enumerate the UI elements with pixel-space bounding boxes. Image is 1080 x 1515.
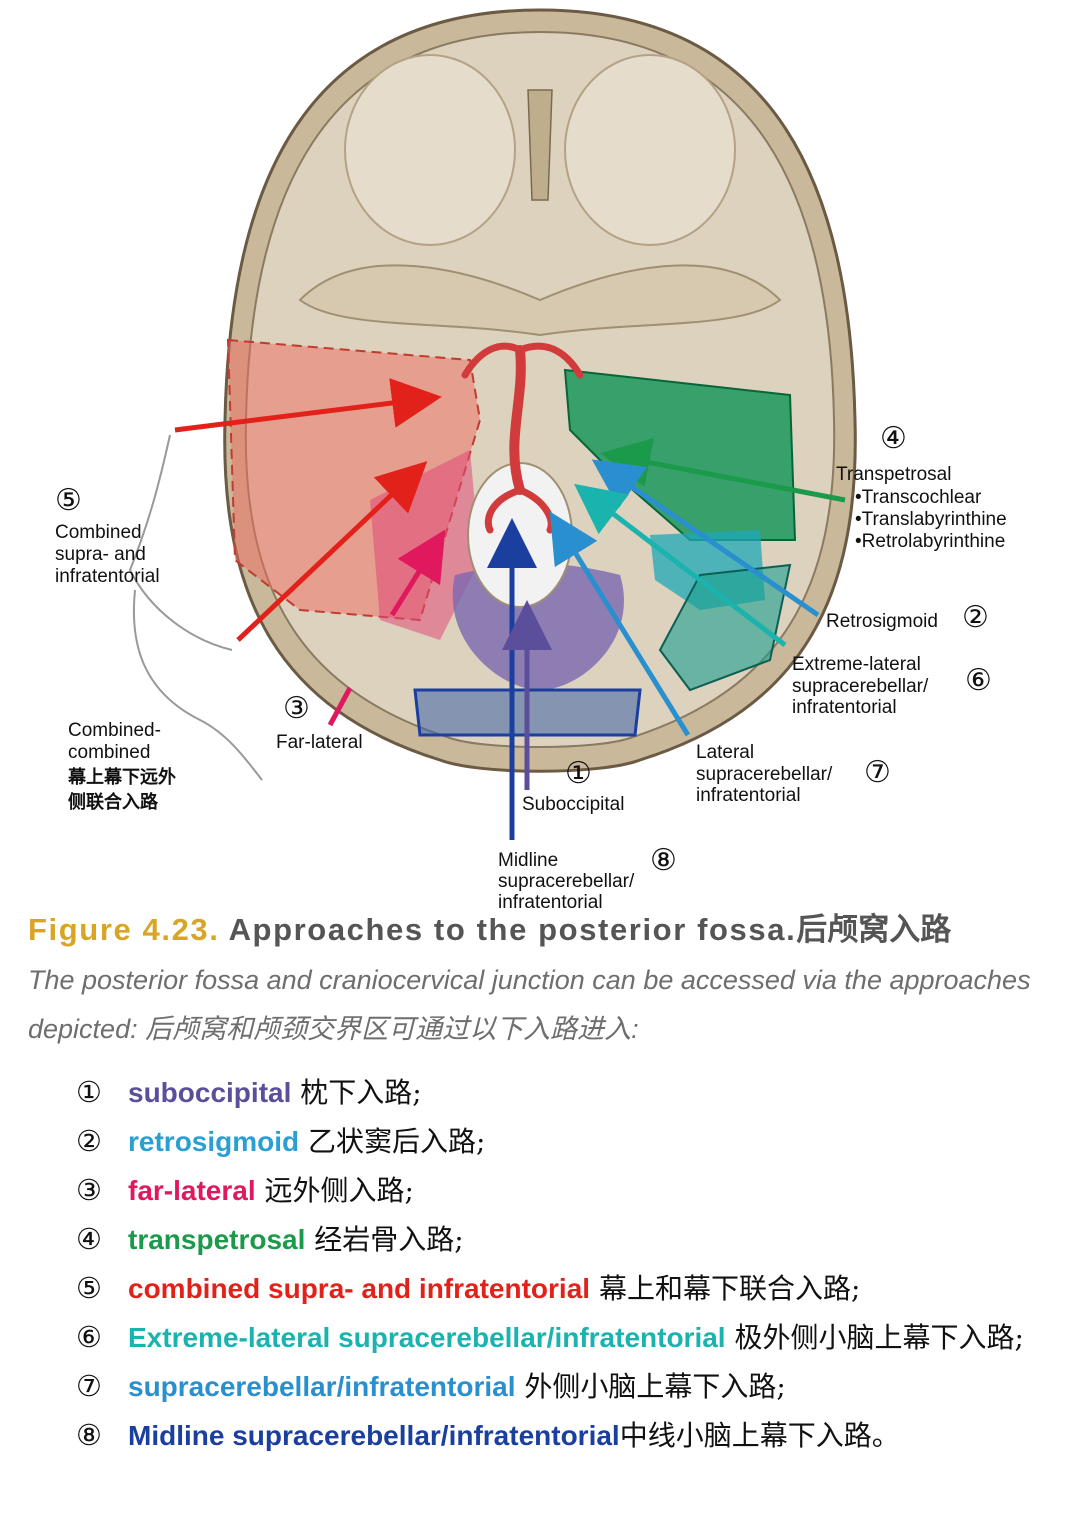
- middle-fossa: [298, 264, 782, 337]
- caption-heading: Figure 4.23. Approaches to the posterior…: [28, 908, 1058, 952]
- label-midline-sc-line1: Midline: [498, 850, 558, 871]
- figure-caption: Figure 4.23. Approaches to the posterior…: [28, 908, 1058, 1460]
- caption-description: The posterior fossa and craniocervical j…: [28, 965, 1031, 1044]
- cerebral-arteries: [461, 342, 584, 379]
- label-transpetrosal-number: ④: [880, 421, 907, 456]
- approach-item: ④ transpetrosal 经岩骨入路;: [76, 1215, 1058, 1264]
- label-combined-line1: Combined: [55, 522, 142, 543]
- label-lateral-sc-number: ⑦: [864, 755, 891, 790]
- approach-list: ① suboccipital 枕下入路; ② retrosigmoid 乙状窦后入路;…: [76, 1068, 1058, 1460]
- approach-name-en: Midline supracerebellar/infratentorial: [128, 1420, 620, 1451]
- approach-item: ⑥ Extreme-lateral supracerebellar/infrate…: [76, 1313, 1058, 1362]
- figure-title-cn: 后颅窝入路: [796, 912, 952, 947]
- arrow-lateral-supracerebellar: [549, 511, 691, 737]
- label-extreme-lateral-line3: infratentorial: [792, 697, 897, 718]
- label-lateral-sc-line2: supracerebellar/: [696, 764, 833, 785]
- label-retrolabyrinthine: •Retrolabyrinthine: [855, 531, 1005, 552]
- approach-name-cn: 乙状窦后入路;: [299, 1125, 486, 1158]
- approach-item: ⑤ combined supra- and infratentorial 幕上和幕…: [76, 1264, 1058, 1313]
- approach-number: ⑥: [76, 1320, 102, 1354]
- arrow-combined-lower: [236, 461, 428, 642]
- region-extreme-lateral: [658, 563, 792, 692]
- bracket-combined: [128, 434, 233, 651]
- approach-name-en: combined supra- and infratentorial: [128, 1273, 591, 1304]
- label-combined-number: ⑤: [55, 483, 82, 518]
- figure-title: Approaches to the posterior fossa.: [228, 912, 797, 947]
- anterior-fossa-right: [564, 54, 736, 246]
- approach-name-cn: 远外侧入路;: [255, 1174, 414, 1207]
- label-translabyrinthine: •Translabyrinthine: [855, 509, 1007, 530]
- label-extreme-lateral-line1: Extreme-lateral: [792, 654, 921, 675]
- label-combined-combined-line1: Combined-: [68, 720, 161, 741]
- label-combined-combined-line2: combined: [68, 742, 150, 763]
- approach-number: ②: [76, 1124, 102, 1158]
- label-lateral-sc-line1: Lateral: [696, 742, 754, 763]
- arrow-far-lateral-tail: [327, 686, 353, 727]
- approach-number: ⑧: [76, 1418, 102, 1452]
- approach-number: ⑦: [76, 1369, 102, 1403]
- label-extreme-lateral-line2: supracerebellar/: [792, 676, 929, 697]
- label-suboccipital: Suboccipital: [522, 794, 624, 815]
- approach-name-cn: 中线小脑上幕下入路。: [619, 1419, 900, 1452]
- approach-item: ③ far-lateral 远外侧入路;: [76, 1166, 1058, 1215]
- crista-galli: [527, 89, 553, 201]
- approach-name-cn: 枕下入路;: [291, 1076, 422, 1109]
- anterior-fossa-left: [344, 54, 516, 246]
- basilar-artery: [509, 345, 526, 495]
- approach-item: ② retrosigmoid 乙状窦后入路;: [76, 1117, 1058, 1166]
- label-midline-sc-number: ⑧: [650, 843, 677, 878]
- label-lateral-sc-line3: infratentorial: [696, 785, 801, 806]
- approach-name-cn: 经岩骨入路;: [305, 1223, 464, 1256]
- label-combined-line3: infratentorial: [55, 566, 160, 587]
- label-midline-sc-line3: infratentorial: [498, 892, 603, 913]
- label-transpetrosal-title: Transpetrosal: [836, 464, 951, 485]
- approach-number: ③: [76, 1173, 102, 1207]
- approach-number: ④: [76, 1222, 102, 1256]
- approach-name-en: Extreme-lateral supracerebellar/infraten…: [128, 1322, 726, 1353]
- label-combined-combined-line4: 侧联合入路: [68, 791, 159, 813]
- label-far-lateral-number: ③: [283, 691, 310, 726]
- label-suboccipital-number: ①: [565, 756, 592, 791]
- approach-name-en: supracerebellar/infratentorial: [128, 1371, 516, 1402]
- label-combined-line2: supra- and: [55, 544, 146, 565]
- approach-item: ⑦ supracerebellar/infratentorial 外侧小脑上幕下入…: [76, 1362, 1058, 1411]
- approach-number: ①: [76, 1075, 102, 1109]
- approach-name-en: transpetrosal: [128, 1224, 306, 1255]
- approach-item: ⑧ Midline supracerebellar/infratentorial中…: [76, 1411, 1058, 1460]
- arrow-retrosigmoid: [591, 459, 820, 618]
- label-extreme-lateral-number: ⑥: [965, 663, 992, 698]
- label-retrosigmoid-number: ②: [962, 600, 989, 635]
- skull-base-diagram: ④ Transpetrosal •Transcochlear •Translab…: [55, 8, 1007, 913]
- label-transcochlear: •Transcochlear: [855, 487, 982, 508]
- bracket-combined-combined: [132, 589, 263, 781]
- label-combined-combined-line3: 幕上幕下远外: [67, 766, 176, 788]
- arrow-transpetrosal: [600, 437, 846, 503]
- figure-number: Figure 4.23.: [28, 912, 220, 947]
- arrow-combined-upper: [174, 378, 442, 433]
- approach-name-cn: 极外侧小脑上幕下入路;: [725, 1321, 1024, 1354]
- approach-name-en: retrosigmoid: [128, 1126, 300, 1157]
- approach-name-cn: 外侧小脑上幕下入路;: [515, 1370, 786, 1403]
- arrow-far-lateral: [389, 529, 446, 617]
- approach-name-en: suboccipital: [128, 1077, 292, 1108]
- label-midline-sc-line2: supracerebellar/: [498, 871, 635, 892]
- approach-item: ① suboccipital 枕下入路;: [76, 1068, 1058, 1117]
- approach-name-en: far-lateral: [128, 1175, 256, 1206]
- label-retrosigmoid: Retrosigmoid: [826, 611, 938, 632]
- arrow-extreme-lateral: [574, 483, 787, 647]
- label-far-lateral: Far-lateral: [276, 732, 363, 753]
- approach-number: ⑤: [76, 1271, 102, 1305]
- approach-name-cn: 幕上和幕下联合入路;: [590, 1272, 861, 1305]
